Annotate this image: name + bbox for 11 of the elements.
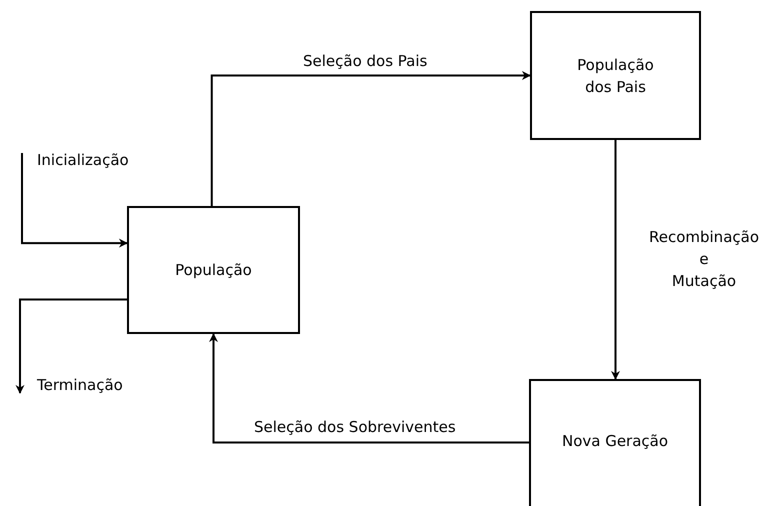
arrow: [209, 333, 529, 444]
node-label: Nova Geração: [562, 431, 668, 452]
node-label: População dos Pais: [576, 54, 655, 98]
node-label: População: [175, 260, 252, 281]
arrow: [611, 140, 620, 380]
arrow: [21, 153, 128, 248]
process-box: [529, 379, 701, 506]
arrow: [16, 298, 127, 394]
process-box: [127, 206, 300, 334]
process-box: [530, 11, 701, 140]
arrow: [210, 71, 531, 206]
